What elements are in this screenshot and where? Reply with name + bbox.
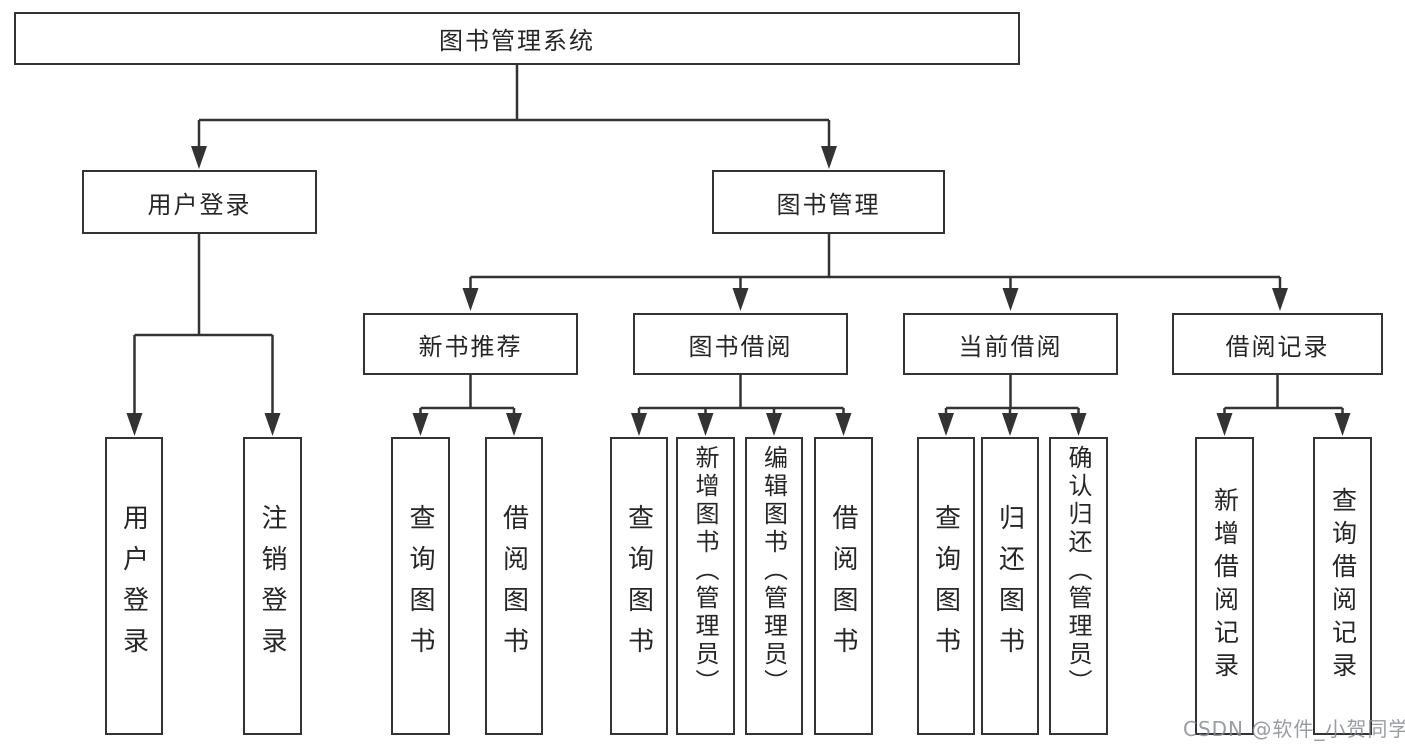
node-user-login: 用户登录 xyxy=(82,170,317,234)
leaf-bookborrow-edit: 编辑图书（管理员） xyxy=(745,437,803,735)
watermark: CSDN @软件_小贺同学 xyxy=(1183,717,1405,741)
node-root: 图书管理系统 xyxy=(14,12,1020,65)
leaf-user-login-label: 用户登录 xyxy=(118,504,149,668)
leaf-logout: 注销登录 xyxy=(243,437,302,735)
node-root-label: 图书管理系统 xyxy=(439,27,595,55)
leaf-bookborrow-add-label: 新增图书（管理员） xyxy=(691,445,719,697)
leaf-current-query-label: 查询图书 xyxy=(930,504,961,668)
leaf-records-add-label: 新增借阅记录 xyxy=(1210,487,1240,685)
leaf-current-confirm: 确认归还（管理员） xyxy=(1049,437,1108,735)
node-current-borrow-label: 当前借阅 xyxy=(958,332,1063,361)
node-new-books: 新书推荐 xyxy=(363,313,578,375)
leaf-bookborrow-add: 新增图书（管理员） xyxy=(676,437,735,735)
leaf-bookborrow-edit-label: 编辑图书（管理员） xyxy=(759,445,788,697)
node-borrow-records-label: 借阅记录 xyxy=(1225,332,1330,361)
node-new-books-label: 新书推荐 xyxy=(418,332,523,361)
leaf-bookborrow-borrow: 借阅图书 xyxy=(814,437,873,735)
leaf-newbooks-borrow: 借阅图书 xyxy=(485,437,543,735)
leaf-records-query: 查询借阅记录 xyxy=(1313,437,1372,735)
leaf-current-confirm-label: 确认归还（管理员） xyxy=(1064,445,1092,697)
leaf-newbooks-query-label: 查询图书 xyxy=(405,504,435,668)
node-book-mgmt: 图书管理 xyxy=(712,170,945,234)
leaf-current-query: 查询图书 xyxy=(917,437,975,735)
leaf-bookborrow-query-label: 查询图书 xyxy=(623,504,654,668)
leaf-user-login: 用户登录 xyxy=(105,437,163,735)
leaf-newbooks-borrow-label: 借阅图书 xyxy=(498,504,529,668)
leaf-bookborrow-query: 查询图书 xyxy=(610,437,668,735)
leaf-current-return-label: 归还图书 xyxy=(994,504,1025,668)
node-book-mgmt-label: 图书管理 xyxy=(776,190,881,219)
node-book-borrow-label: 图书借阅 xyxy=(688,332,793,361)
leaf-records-query-label: 查询借阅记录 xyxy=(1328,487,1358,685)
leaf-bookborrow-borrow-label: 借阅图书 xyxy=(828,504,858,668)
node-borrow-records: 借阅记录 xyxy=(1172,313,1383,375)
node-current-borrow: 当前借阅 xyxy=(903,313,1118,375)
node-user-login-label: 用户登录 xyxy=(147,190,252,219)
leaf-records-add: 新增借阅记录 xyxy=(1195,437,1254,735)
leaf-current-return: 归还图书 xyxy=(981,437,1039,735)
leaf-newbooks-query: 查询图书 xyxy=(391,437,450,735)
node-book-borrow: 图书借阅 xyxy=(633,313,848,375)
leaf-logout-label: 注销登录 xyxy=(257,504,287,668)
